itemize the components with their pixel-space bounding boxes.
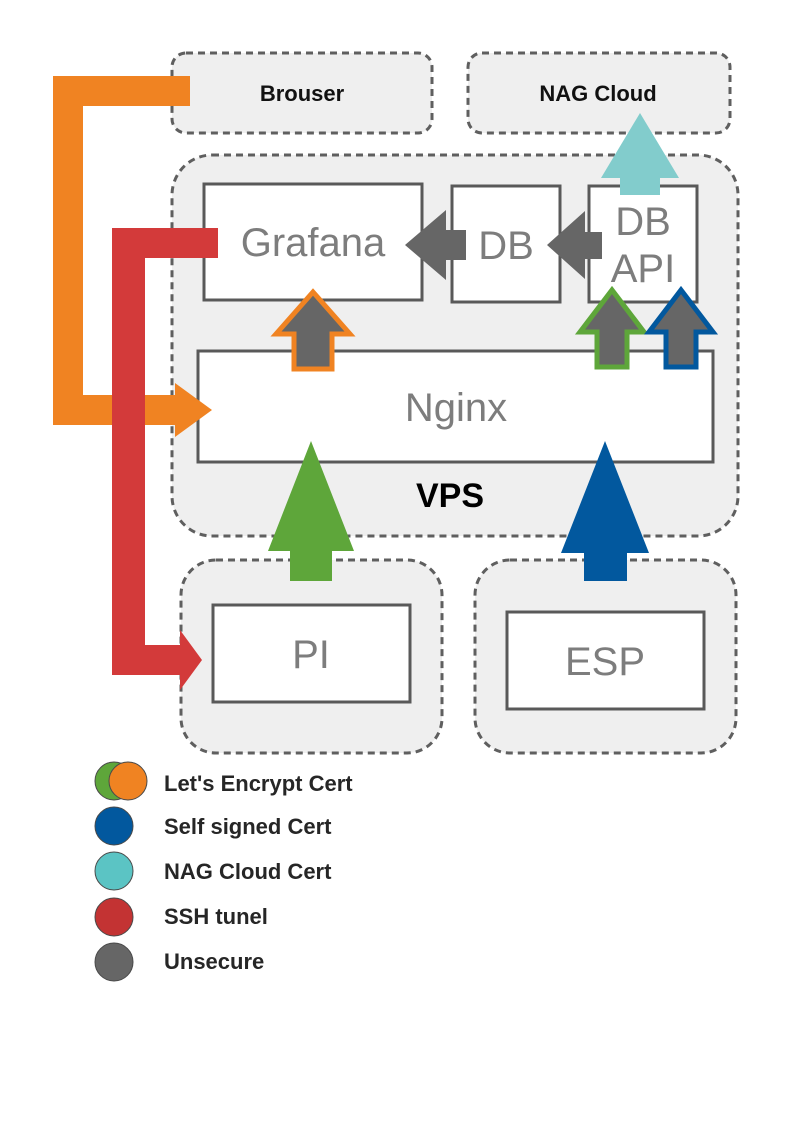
legend-unsecure-label: Unsecure [164, 949, 264, 974]
legend: Let's Encrypt Cert Self signed Cert NAG … [94, 761, 353, 982]
ssh-tunnel-arrow [112, 228, 218, 690]
grafana-box [202, 182, 424, 302]
browser-zone [170, 51, 434, 135]
db-api-label-line2: API [611, 247, 675, 291]
nginx-to-grafana-arrow [270, 288, 356, 372]
grafana-label: Grafana [241, 221, 386, 265]
unsecure-swatch [94, 942, 134, 982]
browser-label: Brouser [260, 81, 345, 106]
lets-encrypt-orange-swatch [108, 761, 148, 801]
db-box [450, 184, 562, 304]
esp-box [505, 610, 706, 711]
self-signed-swatch [94, 806, 134, 846]
legend-ssh-tunnel-label: SSH tunel [164, 904, 268, 929]
db-label: DB [478, 224, 534, 268]
db-api-to-nag-cloud-arrow [601, 113, 679, 195]
nginx-label: Nginx [405, 386, 507, 430]
db-to-grafana-arrow [405, 210, 466, 280]
esp-to-nginx-arrow [561, 441, 649, 581]
vps-label: VPS [416, 477, 484, 515]
nag-cloud-cert-swatch [94, 851, 134, 891]
pi-box [211, 603, 412, 704]
legend-lets-encrypt-label: Let's Encrypt Cert [164, 771, 353, 796]
ssh-tunnel-swatch [94, 897, 134, 937]
legend-nag-cloud-cert-label: NAG Cloud Cert [164, 859, 332, 884]
db-api-to-db-arrow [547, 211, 602, 279]
nginx-to-db-api-green-arrow [574, 285, 650, 370]
nag-cloud-label: NAG Cloud [539, 81, 656, 106]
db-api-label-line1: DB [615, 200, 671, 244]
esp-label: ESP [565, 640, 645, 684]
browser-to-nginx-arrow [53, 76, 212, 437]
nag-cloud-zone [466, 51, 732, 135]
pi-label: PI [292, 633, 330, 677]
nginx-to-db-api-blue-arrow [643, 285, 719, 370]
legend-self-signed-label: Self signed Cert [164, 814, 332, 839]
pi-to-nginx-arrow [268, 441, 354, 581]
